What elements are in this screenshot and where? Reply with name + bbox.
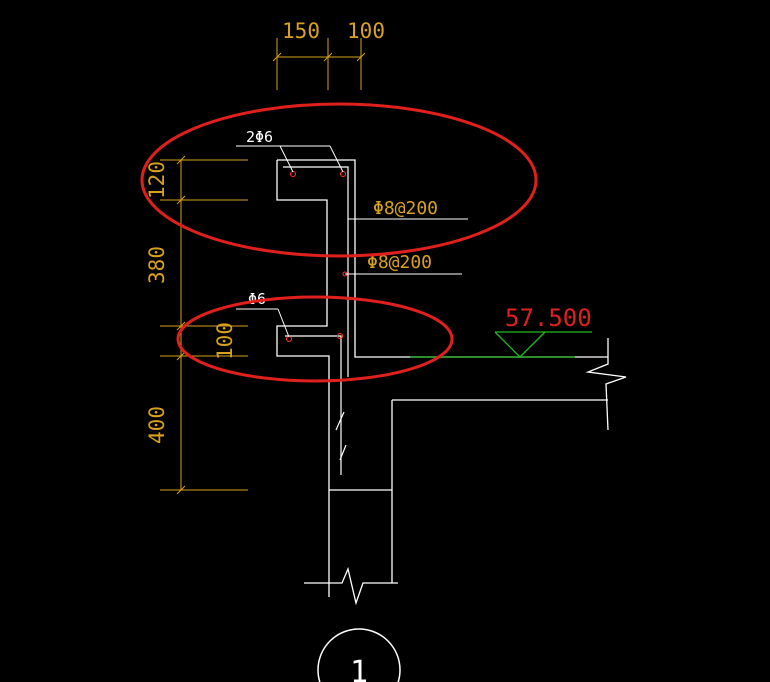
dimension-lines [160, 38, 366, 495]
label-top-bars: 2Φ6 [246, 128, 273, 146]
parapet-left-profile [276, 160, 330, 583]
slab-break-line [585, 338, 627, 431]
bottom-stirrup [285, 335, 342, 475]
label-stirrup-upper: Φ8@200 [373, 198, 438, 219]
rebar-hook-lower-2 [339, 444, 347, 461]
dim-height-100: 100 [213, 322, 237, 360]
tick [176, 321, 186, 331]
leader-top-bars-pointer [279, 145, 294, 173]
tick [323, 52, 333, 62]
label-stirrup-lower: Φ8@200 [367, 252, 432, 273]
dim-height-120: 120 [145, 161, 169, 199]
section-marker-circle [317, 628, 401, 682]
rebar-labels: 2Φ6 Φ8@200 Φ8@200 Φ6 [246, 128, 438, 308]
tick [176, 485, 186, 495]
rebar-lines [283, 166, 349, 475]
leader-top-bars-pointer [329, 145, 344, 173]
dimension-texts: 150 100 120 380 100 400 [145, 19, 385, 444]
tick [272, 52, 282, 62]
label-lower-bar: Φ6 [248, 290, 266, 308]
tick [176, 195, 186, 205]
tick [356, 52, 366, 62]
rebar-hook-lower [335, 411, 345, 431]
leader-lower-bar-pointer [277, 308, 290, 338]
tick [176, 155, 186, 165]
dim-top-150: 150 [282, 19, 320, 43]
top-stirrup [283, 166, 349, 377]
elevation-triangle-icon [494, 331, 546, 358]
leader-lines [236, 145, 468, 338]
section-number: 1 [350, 655, 368, 682]
highlight-annotations [140, 102, 538, 383]
dim-height-380: 380 [145, 246, 169, 284]
highlight-ellipse-lower [176, 295, 454, 383]
elevation-value: 57.500 [505, 304, 592, 332]
bottom-break-line [304, 566, 398, 606]
dim-top-100: 100 [347, 19, 385, 43]
dim-height-400: 400 [145, 406, 169, 444]
elevation-marker: 57.500 [410, 304, 592, 358]
rebar-dot [336, 332, 344, 340]
highlight-ellipse-upper [140, 102, 538, 258]
tick [176, 351, 186, 361]
section-marker: 1 [317, 628, 401, 682]
